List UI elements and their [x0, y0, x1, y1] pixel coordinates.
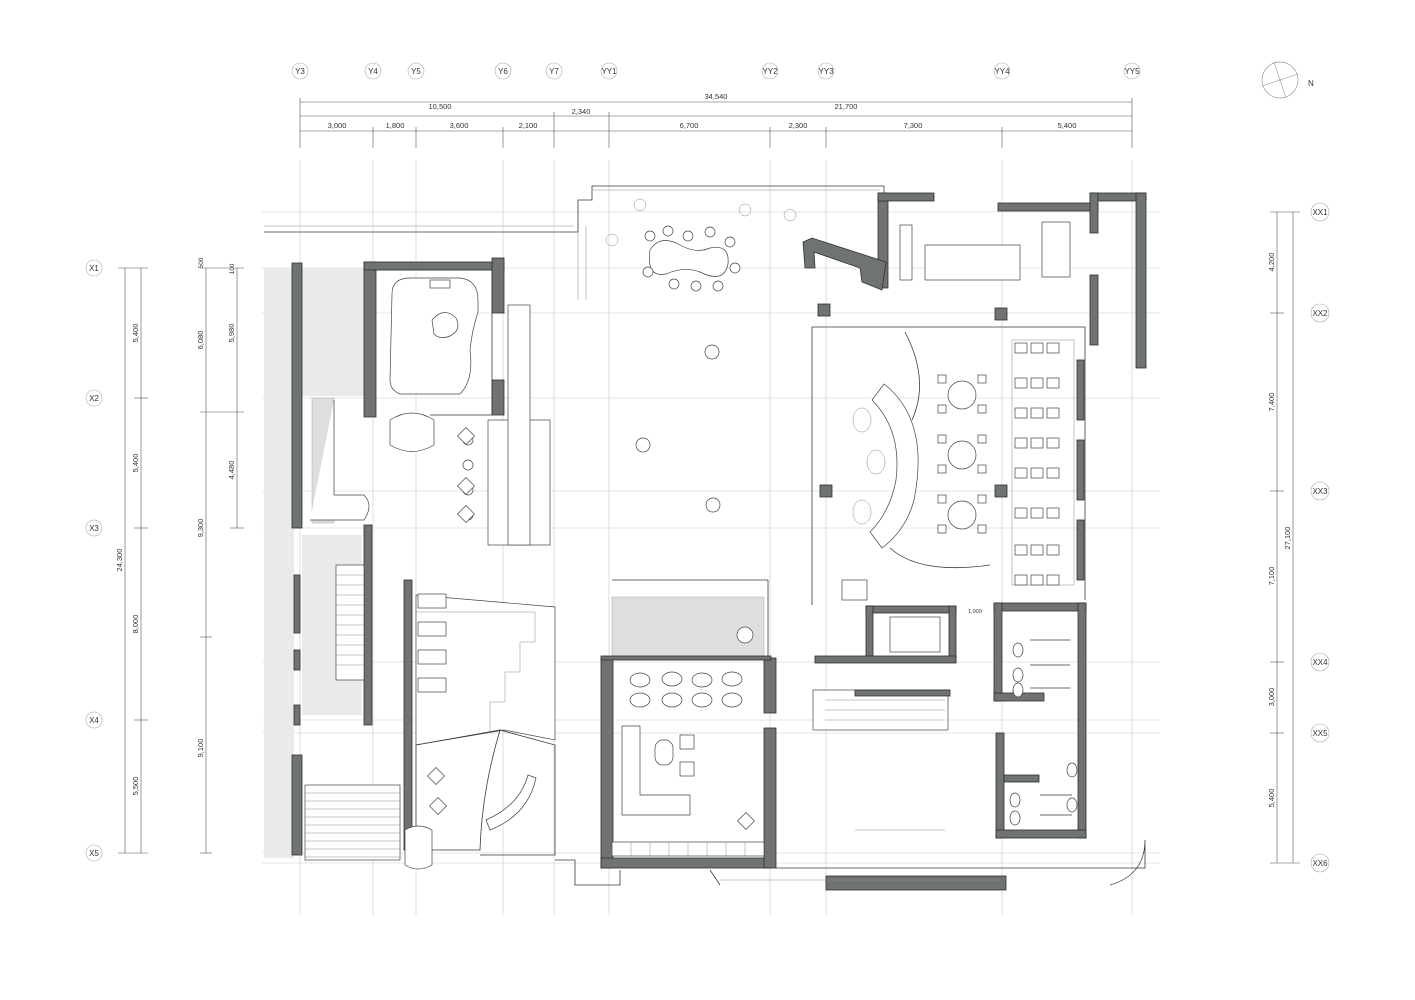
dim-bay-8: 5,400 [1058, 121, 1077, 130]
dim-left-inner-1: 5,980 [227, 324, 236, 343]
axis-label-yy2: YY2 [762, 67, 778, 76]
axis-label-y7: Y7 [549, 67, 559, 76]
small-dimension-note: 1,000 [968, 609, 982, 615]
axis-label-xx4: XX4 [1312, 658, 1328, 667]
dim-left-mid-1: 6,080 [196, 331, 205, 350]
dim-left-total: 24,300 [115, 549, 124, 572]
dim-left-inner-2: 4,480 [227, 461, 236, 480]
axis-label-xx3: XX3 [1312, 487, 1328, 496]
dim-left-small-1: 500 [198, 257, 205, 268]
south-facade-wall [825, 875, 1007, 891]
axis-label-x1: X1 [89, 264, 99, 273]
dim-group-2: 2,340 [572, 107, 591, 116]
top-axis-bubbles: Y3 Y4 Y5 Y6 Y7 YY1 YY2 YY3 YY4 YY5 [291, 62, 1141, 80]
building: 1,000 [264, 185, 1147, 891]
axis-label-x3: X3 [89, 524, 99, 533]
axis-label-y3: Y3 [295, 67, 305, 76]
axis-label-xx5: XX5 [1312, 729, 1328, 738]
north-label: N [1308, 79, 1314, 88]
dim-group-3: 21,700 [835, 102, 858, 111]
dining-tables [937, 374, 987, 534]
dim-left-mid-3: 9,100 [196, 739, 205, 758]
dim-right-bay-1: 4,200 [1267, 253, 1276, 272]
axis-label-yy4: YY4 [994, 67, 1010, 76]
dim-left-bay-1: 5,400 [131, 324, 140, 343]
axis-label-yy3: YY3 [818, 67, 834, 76]
dim-bay-1: 3,000 [328, 121, 347, 130]
axis-label-y4: Y4 [368, 67, 378, 76]
axis-label-x4: X4 [89, 716, 99, 725]
right-dimensions: 27,100 4,200 7,400 7,100 3,000 5,400 [1267, 211, 1300, 864]
right-axis-bubbles: XX1 XX2 XX3 XX4 XX5 XX6 [1310, 202, 1330, 873]
stair-west [335, 564, 365, 681]
axis-label-yy5: YY5 [1124, 67, 1140, 76]
dim-right-bay-5: 5,400 [1267, 789, 1276, 808]
dim-total-width: 34,540 [705, 92, 728, 101]
toilet-stalls [1009, 639, 1078, 826]
curved-bar-counter [869, 383, 919, 549]
wall-west [291, 262, 303, 529]
dim-bay-6: 2,300 [789, 121, 808, 130]
left-axis-bubbles: X1 X2 X3 X4 X5 [85, 259, 103, 862]
stair-southwest [304, 784, 401, 861]
axis-label-yy1: YY1 [601, 67, 617, 76]
north-arrow: N [1261, 61, 1314, 99]
dim-right-bay-4: 3,000 [1267, 688, 1276, 707]
dim-left-bay-2: 5,400 [131, 454, 140, 473]
dim-right-bay-3: 7,100 [1267, 567, 1276, 586]
dim-left-bay-4: 5,500 [131, 777, 140, 796]
axis-label-y5: Y5 [411, 67, 421, 76]
dim-right-bay-2: 7,400 [1267, 393, 1276, 412]
dim-left-mid-2: 9,300 [196, 519, 205, 538]
dim-group-1: 10,500 [429, 102, 452, 111]
dim-bay-2: 1,800 [386, 121, 405, 130]
axis-label-xx6: XX6 [1312, 859, 1328, 868]
dim-right-total: 27,100 [1283, 527, 1292, 550]
dim-bay-4: 2,100 [519, 121, 538, 130]
booth-seating [1011, 339, 1085, 586]
dim-bay-3: 3,600 [450, 121, 469, 130]
dim-left-small-2: 100 [229, 263, 236, 274]
dim-bay-5: 6,700 [680, 121, 699, 130]
compass-circle [1261, 61, 1299, 99]
dim-left-bay-3: 8,000 [131, 615, 140, 634]
central-table [649, 240, 729, 277]
left-dimensions: 24,300 5,400 5,400 8,000 5,500 6,080 9,3… [115, 257, 244, 854]
axis-label-xx2: XX2 [1312, 309, 1328, 318]
axis-label-y6: Y6 [498, 67, 508, 76]
axis-label-x2: X2 [89, 394, 99, 403]
dim-bay-7: 7,300 [904, 121, 923, 130]
axis-label-xx1: XX1 [1312, 208, 1328, 217]
axis-label-x5: X5 [89, 849, 99, 858]
top-dimensions: 34,540 10,500 2,340 21,700 3,000 1,800 3… [299, 92, 1133, 148]
